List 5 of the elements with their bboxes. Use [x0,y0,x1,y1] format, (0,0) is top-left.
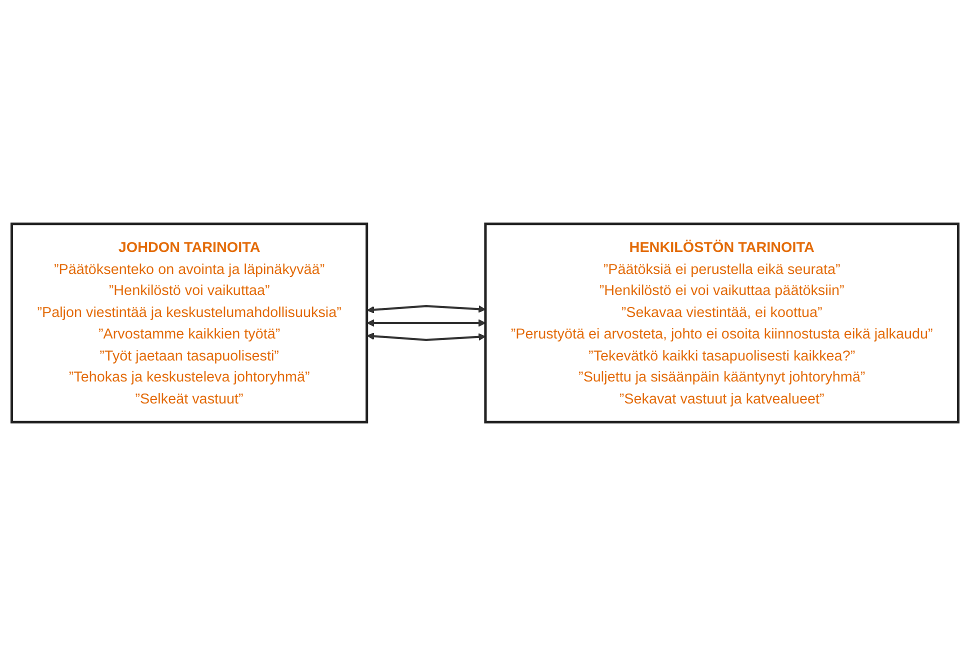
node-box: HENKILÖSTÖN TARINOITA ”Päätöksiä ei perustella eikä seurata” ”Henkilöstö ei voi vaikuttaa päätöksiin” ”Sekavaa viestintää, ei koottua” ”Perustyötä ei arvosteta, johto ei osoita kiinnostusta eikä jalkaudu” ”Tekevätkö kaikki tasapuolisesti kaikkea?” ”Suljettu ja sisäänpäin kääntynyt johtoryhmä” ”Sekavat vastuut ja katvealueet” [484,222,960,424]
arrow [366,319,486,327]
arrow [366,305,486,314]
node-box: JOHDON TARINOITA ”Päätöksenteko on avointa ja läpinäkyvää” ”Henkilöstö voi vaikuttaa” ”Paljon viestintää ja keskustelumahdollisuuksia” ”Arvostamme kaikkien työtä” ”Työt jaetaan tasapuolisesti” ”Tehokas ja keskusteleva johtoryhmä” ”Selkeät vastuut” [10,222,368,424]
arrow [366,332,486,341]
